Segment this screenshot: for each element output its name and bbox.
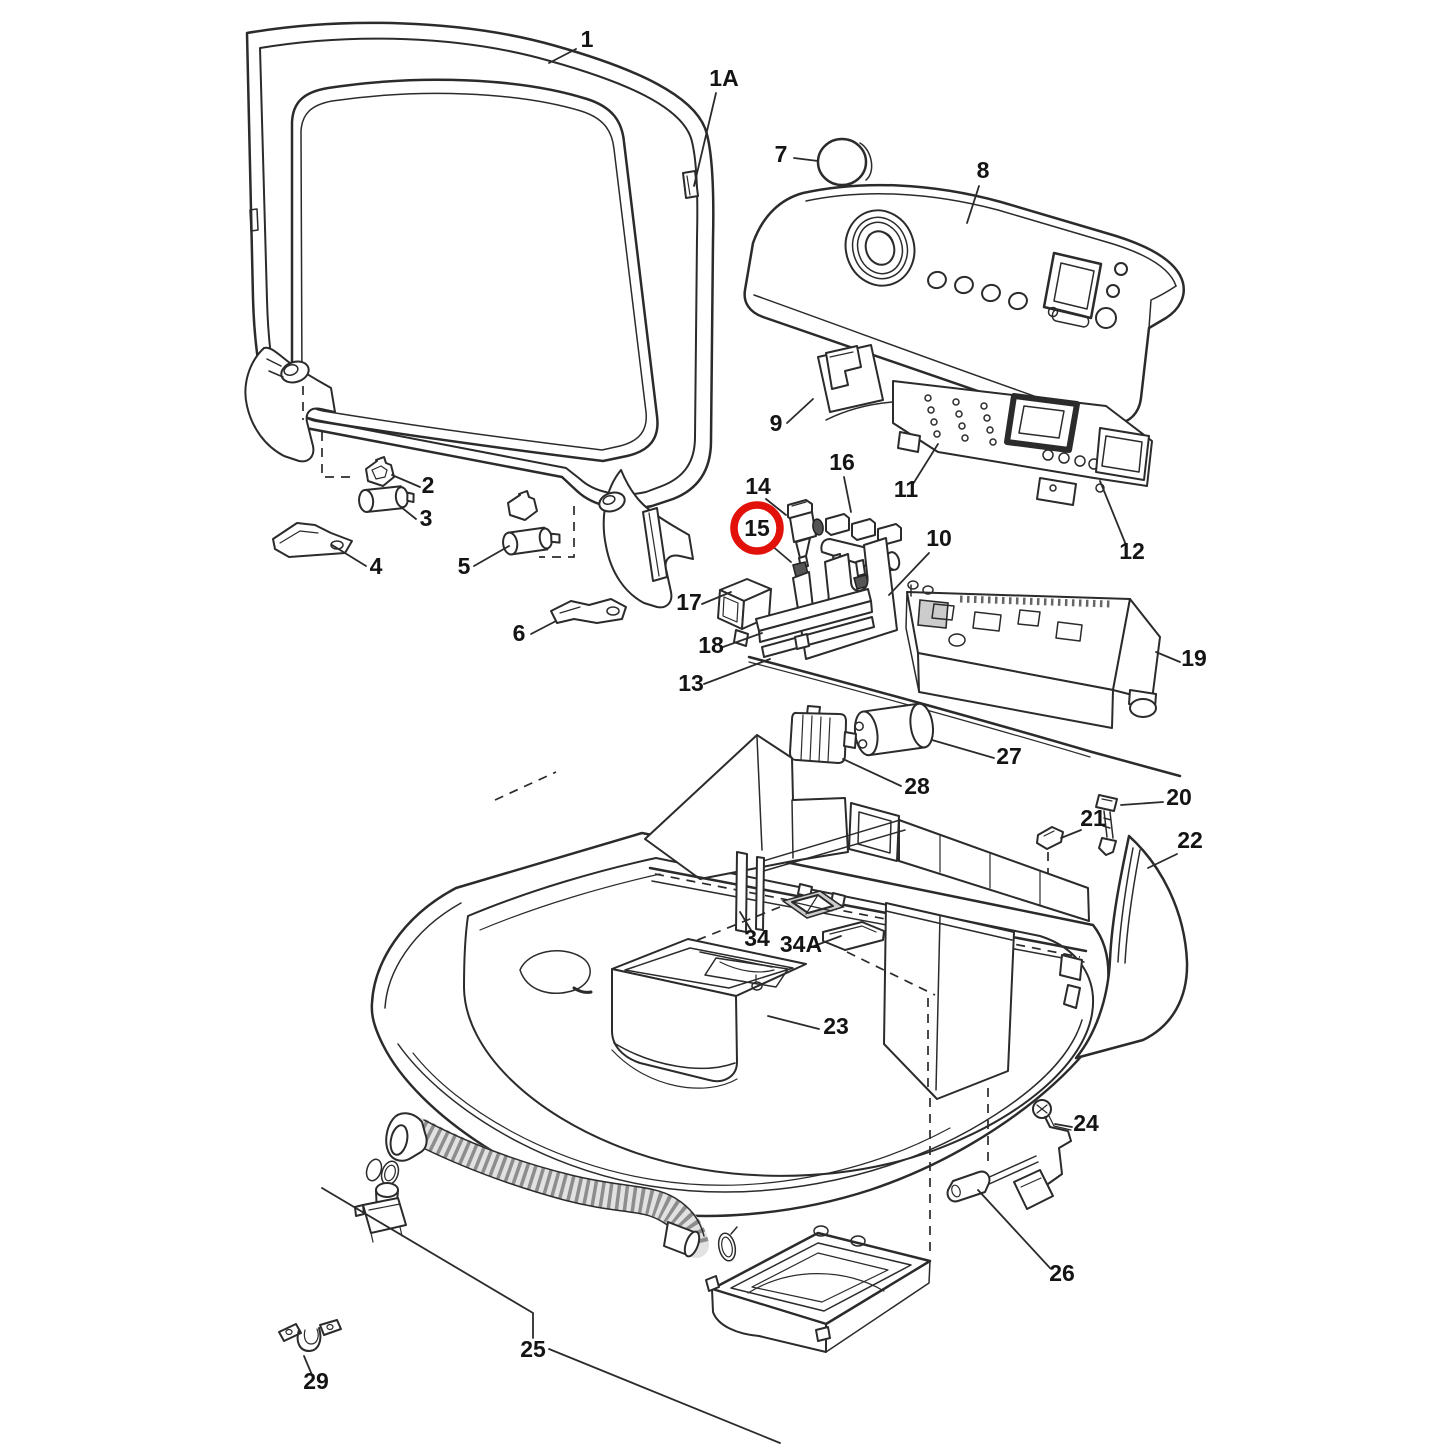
- part-12-display-bezel: [1004, 393, 1150, 506]
- part-label-14: 14: [745, 473, 771, 499]
- part-label-1: 1: [581, 26, 594, 52]
- leader-lines: [303, 48, 1181, 1444]
- top-deck-panel: [370, 734, 1110, 1256]
- part-29-mounting-bracket: [278, 1319, 342, 1352]
- part-label-27: 27: [996, 743, 1022, 769]
- panel-buttons: [927, 270, 1028, 311]
- part-25-drain-hose-assembly: [354, 1112, 738, 1262]
- part-2-hinge-clip: [365, 456, 395, 487]
- part-8-control-panel: [743, 183, 1185, 430]
- part-label-18: 18: [698, 632, 724, 658]
- part-label-34a: 34A: [780, 931, 822, 957]
- part-label-5: 5: [458, 553, 471, 579]
- part-label-12: 12: [1119, 538, 1145, 564]
- bottom-tray: [705, 1225, 932, 1353]
- part-20-screw: [1095, 794, 1118, 856]
- highlight-circle-part-15: [730, 501, 784, 555]
- part-label-28: 28: [904, 773, 930, 799]
- part-label-15: 15: [744, 515, 770, 541]
- hose-clamps-left: [365, 1158, 400, 1186]
- part-26-link-rod: [946, 1155, 1039, 1203]
- hose-elbow: [385, 1112, 428, 1162]
- dispenser-housing: [883, 902, 1015, 1100]
- part-label-21: 21: [1080, 805, 1106, 831]
- panel-display: [1042, 251, 1103, 328]
- part-label-11: 11: [894, 476, 919, 502]
- part-14-inlet-valve: [787, 499, 824, 578]
- part-label-3: 3: [420, 505, 433, 531]
- part-label-6: 6: [513, 620, 526, 646]
- part-label-22: 22: [1177, 827, 1203, 853]
- part-label-1a: 1A: [709, 65, 738, 91]
- part-1-lid-assembly: [245, 21, 715, 510]
- part-label-17: 17: [676, 589, 702, 615]
- part-22-corner-trim: [1074, 834, 1189, 1060]
- part-18-mounting-rail: [755, 588, 875, 658]
- part-label-19: 19: [1181, 645, 1207, 671]
- part-7-knob-ring: [816, 137, 873, 187]
- part-label-25: 25: [520, 1336, 546, 1362]
- lid-hinge-right: [598, 469, 694, 609]
- part-label-4: 4: [370, 553, 383, 579]
- part-5-hinge-bushing-kit: [502, 490, 561, 556]
- part-label-16: 16: [829, 449, 855, 475]
- part-27-capacitor: [853, 702, 935, 757]
- part-labels: 1 1A 2 3 4 5 6 7 8 9 10 11 12 13 14 15 1…: [303, 26, 1207, 1394]
- part-3-hinge-bushing: [358, 485, 415, 513]
- part-label-29: 29: [303, 1368, 329, 1394]
- part-label-23: 23: [823, 1013, 849, 1039]
- part-label-9: 9: [770, 410, 783, 436]
- board-holes: [924, 394, 997, 446]
- part-label-13: 13: [678, 670, 704, 696]
- alignment-dashed-lines-lid: [302, 386, 575, 558]
- part-9-bracket: [817, 344, 884, 413]
- part-24-level-sensor: [1013, 1099, 1072, 1210]
- part-6-hinge-lever-right: [550, 598, 627, 624]
- part-34a-dispenser-channel: [822, 921, 885, 951]
- part-label-26: 26: [1049, 1260, 1075, 1286]
- teardrop-emboss: [519, 950, 593, 994]
- part-label-34: 34: [744, 925, 770, 951]
- lid-hinge-left: [244, 346, 336, 463]
- part-label-20: 20: [1166, 784, 1192, 810]
- part-label-10: 10: [926, 525, 952, 551]
- part-label-8: 8: [977, 157, 990, 183]
- part-label-2: 2: [422, 472, 435, 498]
- part-4-hinge-lever: [272, 522, 353, 558]
- part-34-dispenser-insert: [781, 890, 845, 919]
- part-19-main-control-module: [905, 580, 1161, 729]
- deck-back-wall: [644, 734, 1090, 922]
- part-28-start-device: [789, 705, 857, 764]
- part-label-7: 7: [775, 141, 788, 167]
- hose-end-fitting: [663, 1221, 738, 1262]
- part-23-dispenser-drawer: [611, 938, 807, 1089]
- part-1a-lid-bumper: [682, 170, 699, 199]
- part-label-24: 24: [1073, 1110, 1099, 1136]
